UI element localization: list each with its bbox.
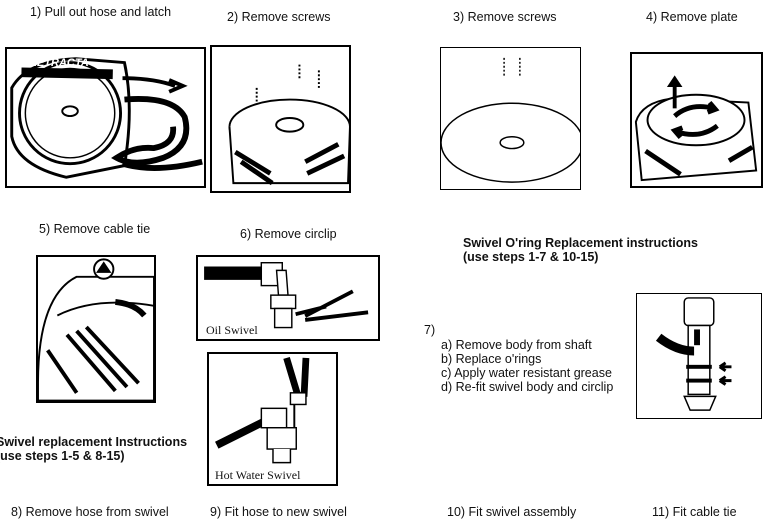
- step-6-image: Oil Swivel: [196, 255, 380, 341]
- step-1-image: RETRACTA: [5, 47, 206, 188]
- oring-section-title: Swivel O'ring Replacement instructions: [463, 236, 698, 250]
- step-5-image: [36, 255, 156, 403]
- step-4-caption: 4) Remove plate: [646, 10, 738, 24]
- step-6-caption: 6) Remove circlip: [240, 227, 337, 241]
- hot-water-swivel-label: Hot Water Swivel: [215, 468, 301, 482]
- step-3-caption: 3) Remove screws: [453, 10, 557, 24]
- reel-cable-tie-illustration: [38, 258, 154, 401]
- step-9-image: Hot Water Swivel: [207, 352, 338, 486]
- step-10-caption: 10) Fit swivel assembly: [447, 505, 577, 519]
- step-7-list: a) Remove body from shaft b) Replace o'r…: [441, 338, 613, 394]
- oil-swivel-circlip-illustration: [204, 262, 369, 329]
- step-7c: c) Apply water resistant grease: [441, 366, 612, 380]
- step-2-image: [210, 45, 351, 193]
- reel-top-screws-illustration: [441, 57, 580, 183]
- step-10-image: [636, 293, 762, 419]
- step-4-image: [630, 52, 763, 188]
- step-7d: d) Re-fit swivel body and circlip: [441, 380, 614, 394]
- hose-reel-illustration: [10, 57, 203, 179]
- oil-swivel-label: Oil Swivel: [206, 323, 258, 337]
- hot-water-swivel-illustration: [215, 356, 310, 464]
- oring-section-subtitle: (use steps 1-7 & 10-15): [463, 250, 599, 264]
- step-9-caption: 9) Fit hose to new swivel: [210, 505, 347, 519]
- step-8-caption: 8) Remove hose from swivel: [11, 505, 169, 519]
- step-7a: a) Remove body from shaft: [441, 338, 592, 352]
- reel-plate-rotate-illustration: [634, 75, 758, 182]
- step-3-image: [440, 47, 581, 190]
- brand-label: RETRACTA: [29, 57, 89, 69]
- step-1-caption: 1) Pull out hose and latch: [30, 5, 172, 19]
- step-7-number: 7): [424, 323, 436, 337]
- step-11-caption: 11) Fit cable tie: [652, 505, 737, 519]
- swivel-assembly-illustration: [655, 297, 732, 411]
- step-7b: b) Replace o'rings: [441, 352, 542, 366]
- swivel-section-subtitle: (use steps 1-5 & 8-15): [0, 449, 125, 463]
- step-2-caption: 2) Remove screws: [227, 10, 331, 24]
- reel-top-screws-illustration: [228, 64, 349, 186]
- step-5-caption: 5) Remove cable tie: [39, 222, 151, 236]
- swivel-section-title: Swivel replacement Instructions: [0, 435, 188, 449]
